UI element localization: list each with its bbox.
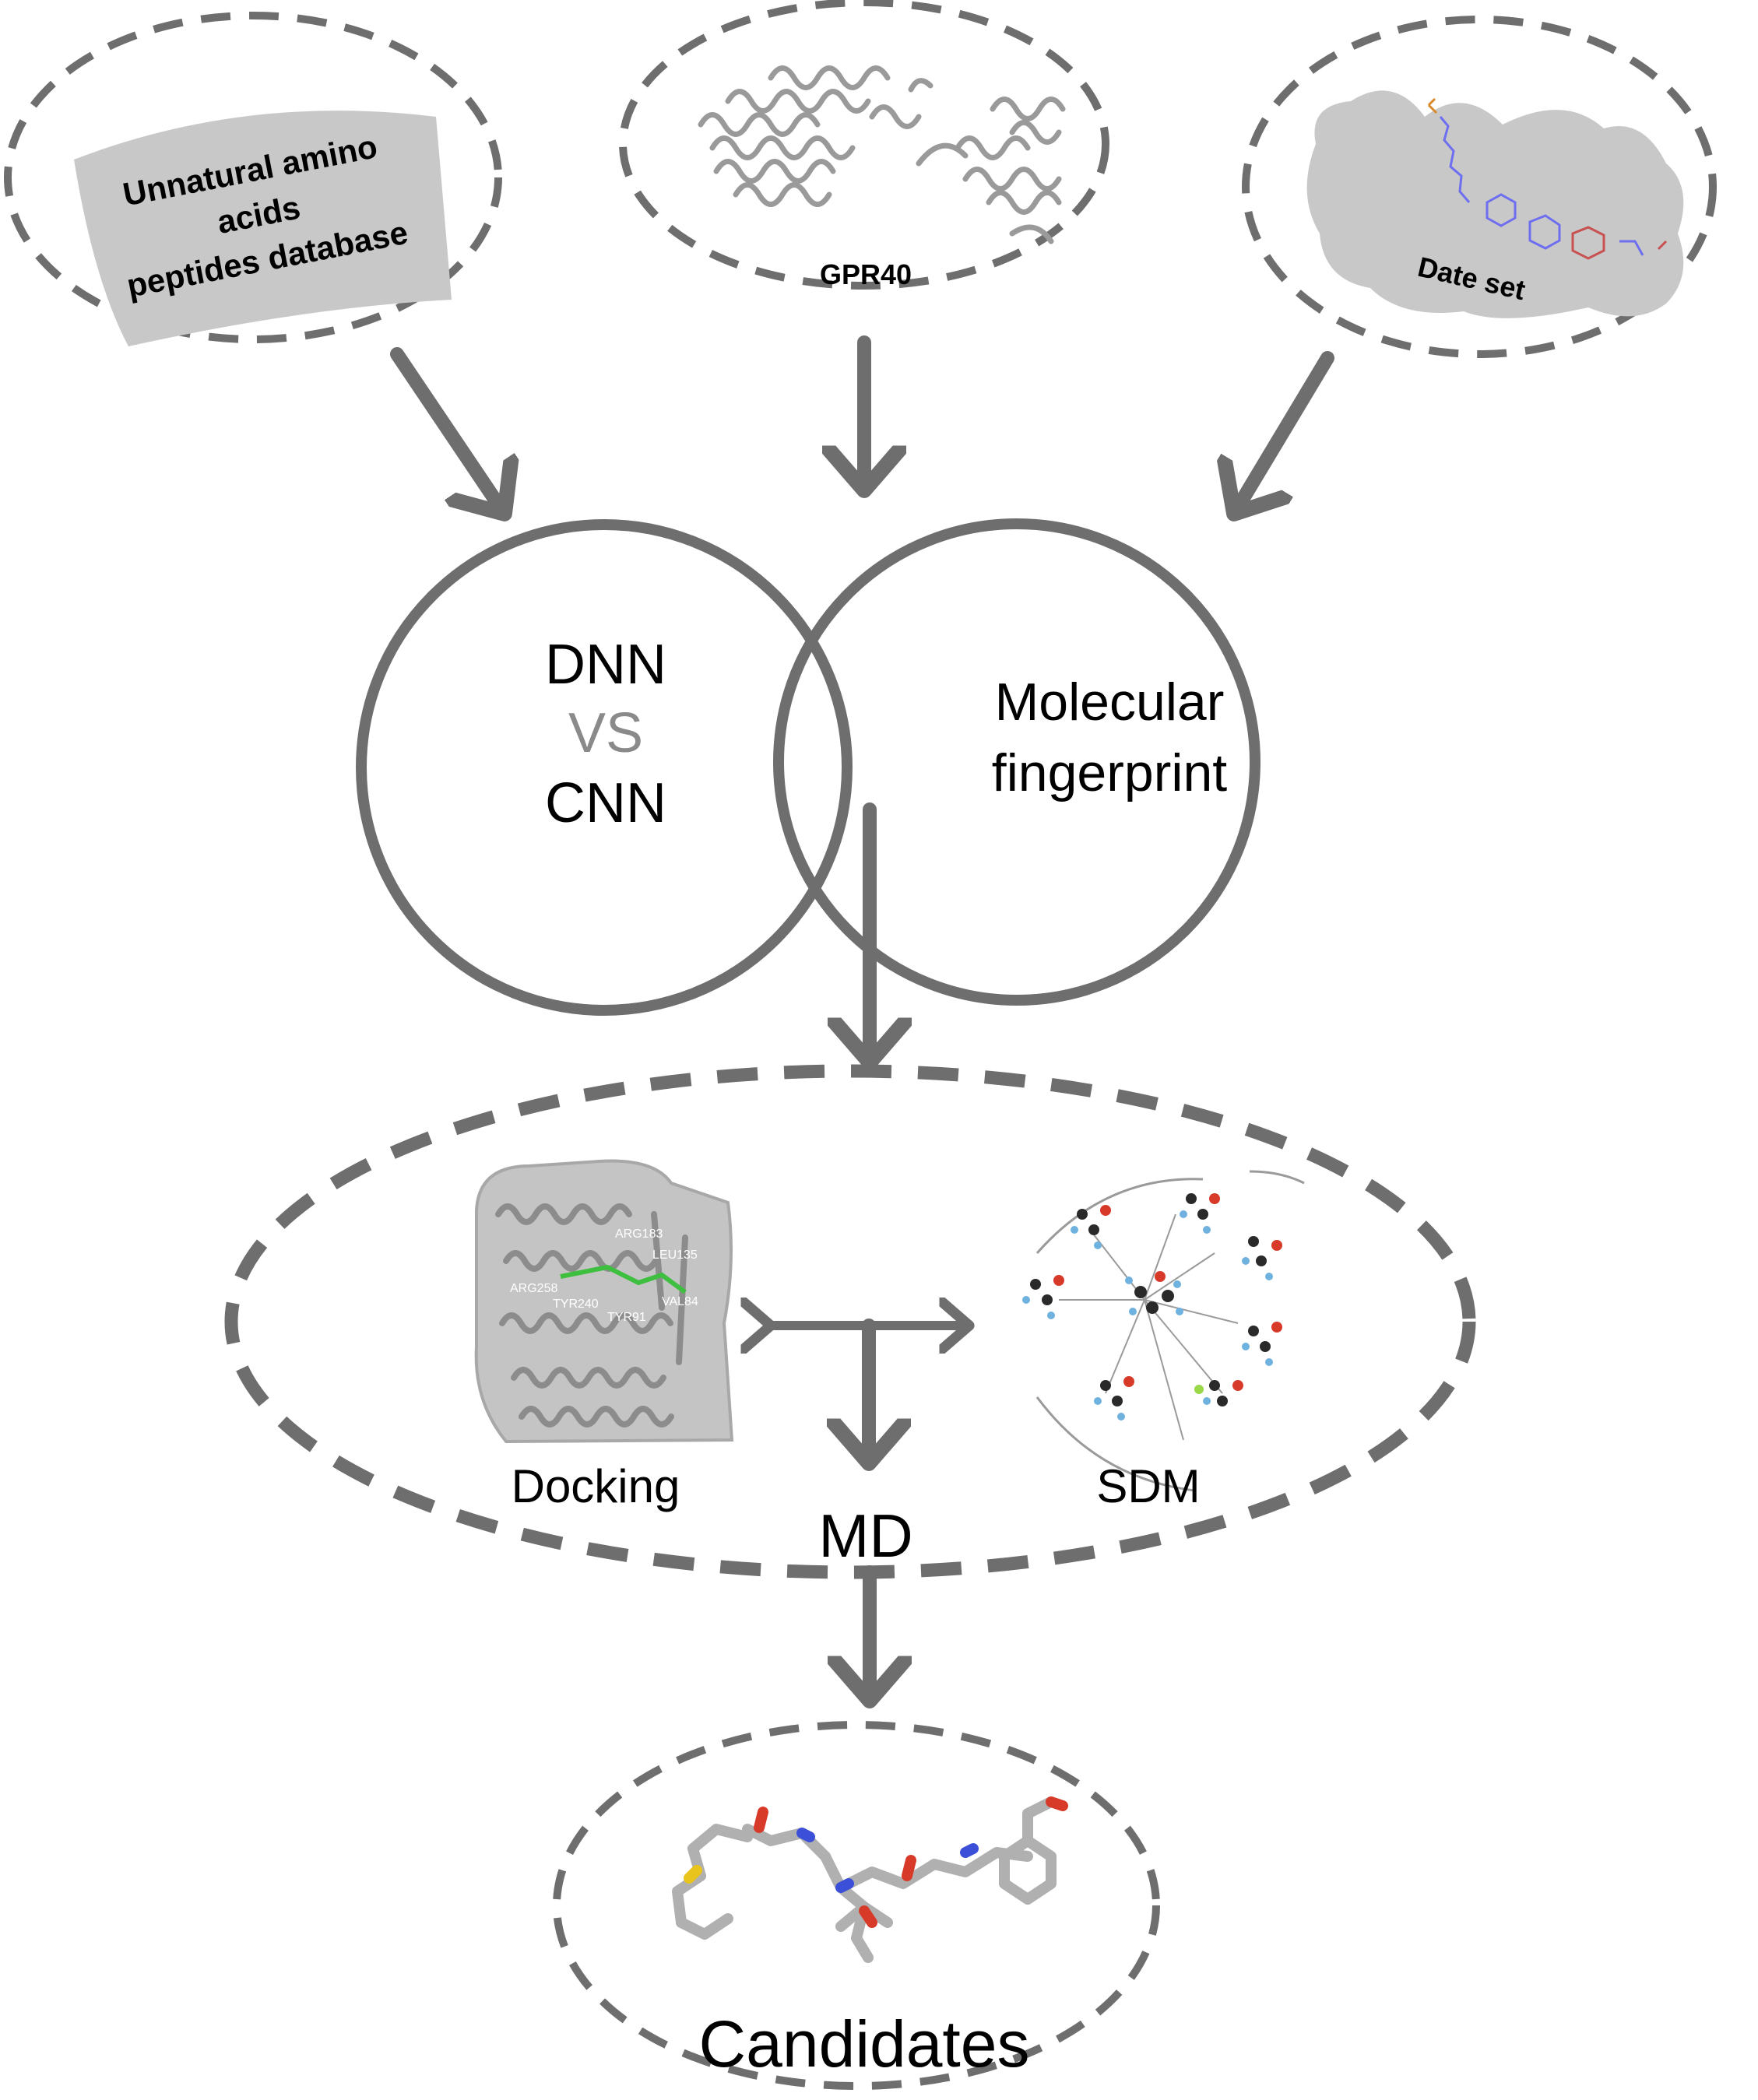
venn-right-fingerprint: fingerprint xyxy=(992,743,1227,802)
database-cylinder-icon xyxy=(74,111,452,346)
venn-left-circle xyxy=(356,519,853,1016)
arrow-dataset-to-venn xyxy=(1234,351,1334,514)
docking-residue-leu135: LEU135 xyxy=(652,1248,698,1262)
gpr40-input: GPR40 xyxy=(619,0,1109,290)
venn-right-circle xyxy=(773,518,1260,1006)
dataset-dashed-ellipse xyxy=(1242,16,1717,358)
sdm-mutation-image xyxy=(1022,1170,1305,1492)
candidate-peptide-molecule xyxy=(672,1796,1068,1963)
dataset-cloud-icon xyxy=(1306,90,1684,318)
sdm-variant-molecules xyxy=(1022,1193,1282,1420)
gpr40-protein-ribbon-icon xyxy=(698,65,1066,244)
docking-residue-arg258: ARG258 xyxy=(510,1282,557,1295)
dataset-molecule-icon xyxy=(1427,97,1668,260)
arrow-database-to-venn xyxy=(390,347,505,514)
venn-left-cnn: CNN xyxy=(545,772,666,834)
validation-dashed-ellipse xyxy=(224,1064,1476,1579)
input-arrows xyxy=(390,335,1334,514)
dataset-input: Date set xyxy=(1242,16,1717,358)
docking-residue-tyr91: TYR91 xyxy=(607,1311,646,1324)
gpr40-dashed-ellipse xyxy=(619,0,1109,290)
docking-residue-arg183: ARG183 xyxy=(615,1227,663,1241)
database-dashed-ellipse xyxy=(4,12,502,343)
docking-label: Docking xyxy=(512,1460,680,1512)
venn-diagram: DNN VS CNN Molecular fingerprint xyxy=(356,518,1260,1016)
venn-left-vs: VS xyxy=(568,702,643,764)
docking-residue-val84: VAL84 xyxy=(662,1295,698,1308)
md-label: MD xyxy=(818,1501,912,1570)
docking-protein-image: ARG183 LEU135 ARG258 TYR240 TYR91 VAL84 xyxy=(474,1159,734,1444)
venn-right-molecular: Molecular xyxy=(995,672,1225,732)
gpr40-label: GPR40 xyxy=(820,258,912,290)
sdm-label: SDM xyxy=(1096,1460,1200,1512)
candidates-output: Candidates xyxy=(553,1721,1160,2090)
sdm-center-molecule xyxy=(1125,1271,1183,1315)
docking-ligand-highlight xyxy=(560,1264,687,1294)
validation-stage: ARG183 LEU135 ARG258 TYR240 TYR91 VAL84 … xyxy=(224,1064,1476,1579)
candidates-dashed-ellipse xyxy=(553,1721,1160,2090)
database-input: Unnatural amino acids peptides database xyxy=(4,12,502,346)
candidates-label: Candidates xyxy=(699,2007,1030,2081)
docking-residue-tyr240: TYR240 xyxy=(553,1298,599,1311)
venn-left-dnn: DNN xyxy=(545,634,666,696)
